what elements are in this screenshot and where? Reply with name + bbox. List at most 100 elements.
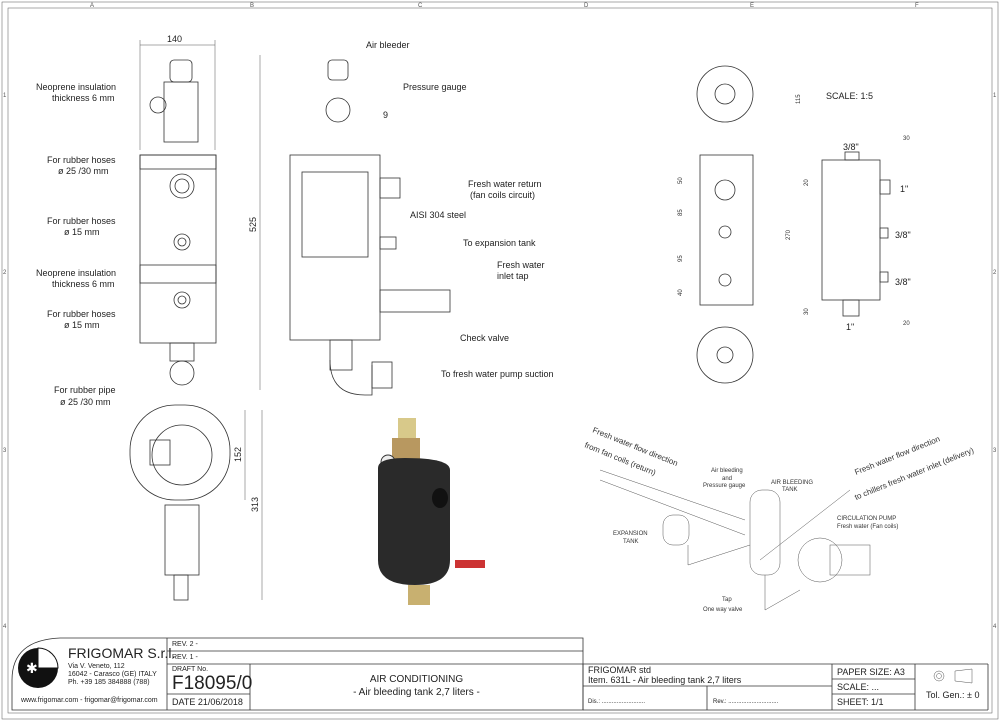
item-description: Item. 631L - Air bleeding tank 2,7 liter… — [588, 675, 742, 685]
scale: SCALE: ... — [837, 682, 880, 692]
svg-text:3: 3 — [3, 448, 7, 454]
svg-text:SCALE: 1:5: SCALE: 1:5 — [826, 91, 873, 101]
company-name: FRIGOMAR S.r.l. — [68, 645, 176, 661]
svg-text:525: 525 — [248, 217, 258, 232]
svg-text:Check valve: Check valve — [460, 333, 509, 343]
svg-text:1": 1" — [900, 184, 908, 194]
svg-text:To expansion tank: To expansion tank — [463, 238, 536, 248]
address-line-1: Via V. Veneto, 112 — [68, 663, 125, 670]
svg-text:95: 95 — [678, 255, 684, 262]
svg-text:thickness 6 mm: thickness 6 mm — [52, 279, 115, 289]
svg-text:One way valve: One way valve — [703, 607, 743, 613]
svg-text:TANK: TANK — [623, 539, 639, 545]
svg-text:Fresh water return: Fresh water return — [468, 179, 542, 189]
draft-label: DRAFT No. — [172, 666, 209, 673]
svg-text:For rubber hoses: For rubber hoses — [47, 216, 116, 226]
address-line-2: 16042 - Carasco (GE) ITALY — [68, 671, 157, 678]
svg-text:D: D — [584, 3, 589, 9]
dimension-views: SCALE: 1:5 115 50 85 95 40 270 3/8" 1" 3… — [678, 65, 911, 384]
date: DATE 21/06/2018 — [172, 697, 243, 707]
section-view: Air bleeder Pressure gauge 9 Fresh water… — [289, 40, 554, 396]
svg-text:AIR BLEEDING: AIR BLEEDING — [771, 480, 813, 486]
svg-text:3/8": 3/8" — [895, 230, 911, 240]
svg-text:(fan coils circuit): (fan coils circuit) — [470, 190, 535, 200]
svg-text:For rubber hoses: For rubber hoses — [47, 155, 116, 165]
draft-number: F18095/0 — [172, 673, 253, 694]
installation-schematic: Fresh water flow direction from fan coil… — [583, 426, 975, 613]
svg-text:To fresh water pump suction: To fresh water pump suction — [441, 369, 554, 379]
svg-text:ø 15 mm: ø 15 mm — [64, 320, 100, 330]
svg-text:TANK: TANK — [782, 487, 798, 493]
rev-2: REV. 2 - — [172, 641, 198, 648]
svg-text:thickness 6 mm: thickness 6 mm — [52, 93, 115, 103]
svg-text:20: 20 — [804, 179, 810, 186]
svg-text:For rubber pipe: For rubber pipe — [54, 385, 116, 395]
svg-text:AISI 304 steel: AISI 304 steel — [410, 210, 466, 220]
svg-text:to chillers fresh water inlet: to chillers fresh water inlet (delivery) — [853, 446, 975, 502]
svg-text:4: 4 — [3, 624, 7, 630]
tank-3d-render — [378, 418, 485, 605]
svg-text:9: 9 — [383, 110, 388, 120]
standard: FRIGOMAR std — [588, 665, 652, 675]
svg-text:B: B — [250, 3, 254, 9]
reviewer-field: Rev.: .............................. — [713, 699, 779, 705]
svg-text:For rubber hoses: For rubber hoses — [47, 309, 116, 319]
svg-text:F: F — [915, 3, 919, 9]
top-view: 152 313 — [129, 404, 263, 601]
svg-text:85: 85 — [678, 209, 684, 216]
svg-text:A: A — [90, 3, 94, 9]
designer-field: Dis.: .......................... — [588, 699, 646, 705]
phone: Ph. +39 185 384888 (788) — [68, 679, 150, 686]
drawing-subtitle: - Air bleeding tank 2,7 liters - — [353, 687, 480, 698]
svg-text:C: C — [418, 3, 423, 9]
svg-text:30: 30 — [903, 136, 910, 142]
svg-text:Pressure gauge: Pressure gauge — [703, 483, 746, 489]
svg-text:E: E — [750, 3, 754, 9]
svg-text:1: 1 — [3, 93, 7, 99]
svg-text:and: and — [722, 476, 732, 482]
svg-text:ø 25 /30 mm: ø 25 /30 mm — [60, 397, 111, 407]
tolerance-symbol — [933, 668, 973, 684]
svg-text:Fresh water: Fresh water — [497, 260, 545, 270]
svg-text:inlet tap: inlet tap — [497, 271, 529, 281]
svg-text:4: 4 — [993, 624, 997, 630]
svg-text:115: 115 — [796, 94, 802, 104]
svg-text:Pressure gauge: Pressure gauge — [403, 82, 467, 92]
general-tolerance: Tol. Gen.: ± 0 — [926, 690, 980, 700]
svg-text:50: 50 — [678, 177, 684, 184]
svg-text:✱: ✱ — [26, 660, 38, 676]
svg-text:2: 2 — [3, 270, 7, 276]
web-email: www.frigomar.com - frigomar@frigomar.com — [21, 697, 158, 704]
svg-text:2: 2 — [993, 270, 997, 276]
svg-text:Tap: Tap — [722, 597, 732, 603]
svg-text:Air bleeder: Air bleeder — [366, 40, 410, 50]
svg-text:3: 3 — [993, 448, 997, 454]
drawing-title: AIR CONDITIONING — [369, 674, 464, 685]
svg-text:ø 25 /30 mm: ø 25 /30 mm — [58, 166, 109, 176]
svg-text:Fresh water (Fan coils): Fresh water (Fan coils) — [837, 524, 898, 530]
svg-text:Air bleeding: Air bleeding — [711, 468, 743, 474]
svg-text:EXPANSION: EXPANSION — [613, 531, 648, 537]
svg-text:40: 40 — [678, 289, 684, 296]
sheet: SHEET: 1/1 — [837, 697, 884, 707]
svg-text:1": 1" — [846, 322, 854, 332]
svg-text:Neoprene insulation: Neoprene insulation — [36, 268, 116, 278]
svg-text:313: 313 — [250, 497, 260, 512]
svg-text:1: 1 — [993, 93, 997, 99]
title-block-frame — [11, 637, 989, 711]
svg-text:Neoprene insulation: Neoprene insulation — [36, 82, 116, 92]
svg-text:270: 270 — [786, 229, 792, 240]
paper-size: PAPER SIZE: A3 — [837, 667, 905, 677]
svg-text:30: 30 — [804, 308, 810, 315]
frigomar-logo: ✱ — [18, 647, 59, 688]
rev-1: REV. 1 - — [172, 654, 198, 661]
drawing-frame — [7, 7, 993, 714]
svg-text:140: 140 — [167, 34, 182, 44]
grid-references: A B C D E F 1 2 3 4 1 2 3 4 — [3, 3, 997, 630]
svg-text:ø 15 mm: ø 15 mm — [64, 227, 100, 237]
svg-text:3/8": 3/8" — [895, 277, 911, 287]
svg-text:20: 20 — [903, 321, 910, 327]
